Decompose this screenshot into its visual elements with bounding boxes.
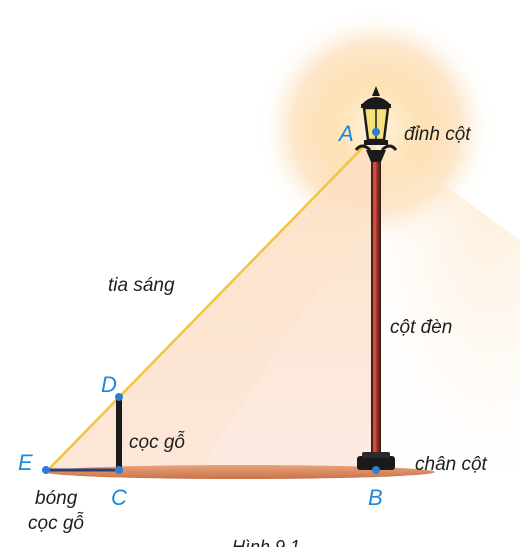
- point-a-label: A: [337, 121, 354, 146]
- light-ray-line: [47, 137, 373, 471]
- pole-highlight: [373, 150, 376, 460]
- figure-caption: Hình 9.1: [232, 537, 300, 547]
- lamp-head: [354, 86, 398, 162]
- light-spread: [376, 136, 520, 470]
- wooden-stake: [116, 396, 122, 470]
- point-c-label: C: [111, 485, 127, 510]
- point-d-dot: [115, 393, 123, 401]
- point-d-label: D: [101, 372, 117, 397]
- pole-top-label: đỉnh cột: [404, 124, 471, 145]
- lamp-pole-label: cột đèn: [390, 317, 452, 338]
- pole-base: [357, 456, 395, 470]
- stake-shadow-label-line1: bóng: [35, 488, 78, 509]
- pole-base-label: chân cột: [415, 454, 488, 475]
- point-c-dot: [115, 466, 123, 474]
- light-ray-label: tia sáng: [108, 275, 175, 296]
- point-b-label: B: [368, 485, 383, 510]
- point-e-label: E: [18, 450, 33, 475]
- point-a-dot: [372, 128, 380, 136]
- point-e-dot: [42, 466, 50, 474]
- ground: [45, 465, 435, 479]
- stake-shadow-label-line2: cọc gỗ: [28, 513, 84, 534]
- wooden-stake-label: cọc gỗ: [129, 432, 185, 453]
- pole-base-collar: [362, 452, 390, 458]
- point-b-dot: [372, 466, 380, 474]
